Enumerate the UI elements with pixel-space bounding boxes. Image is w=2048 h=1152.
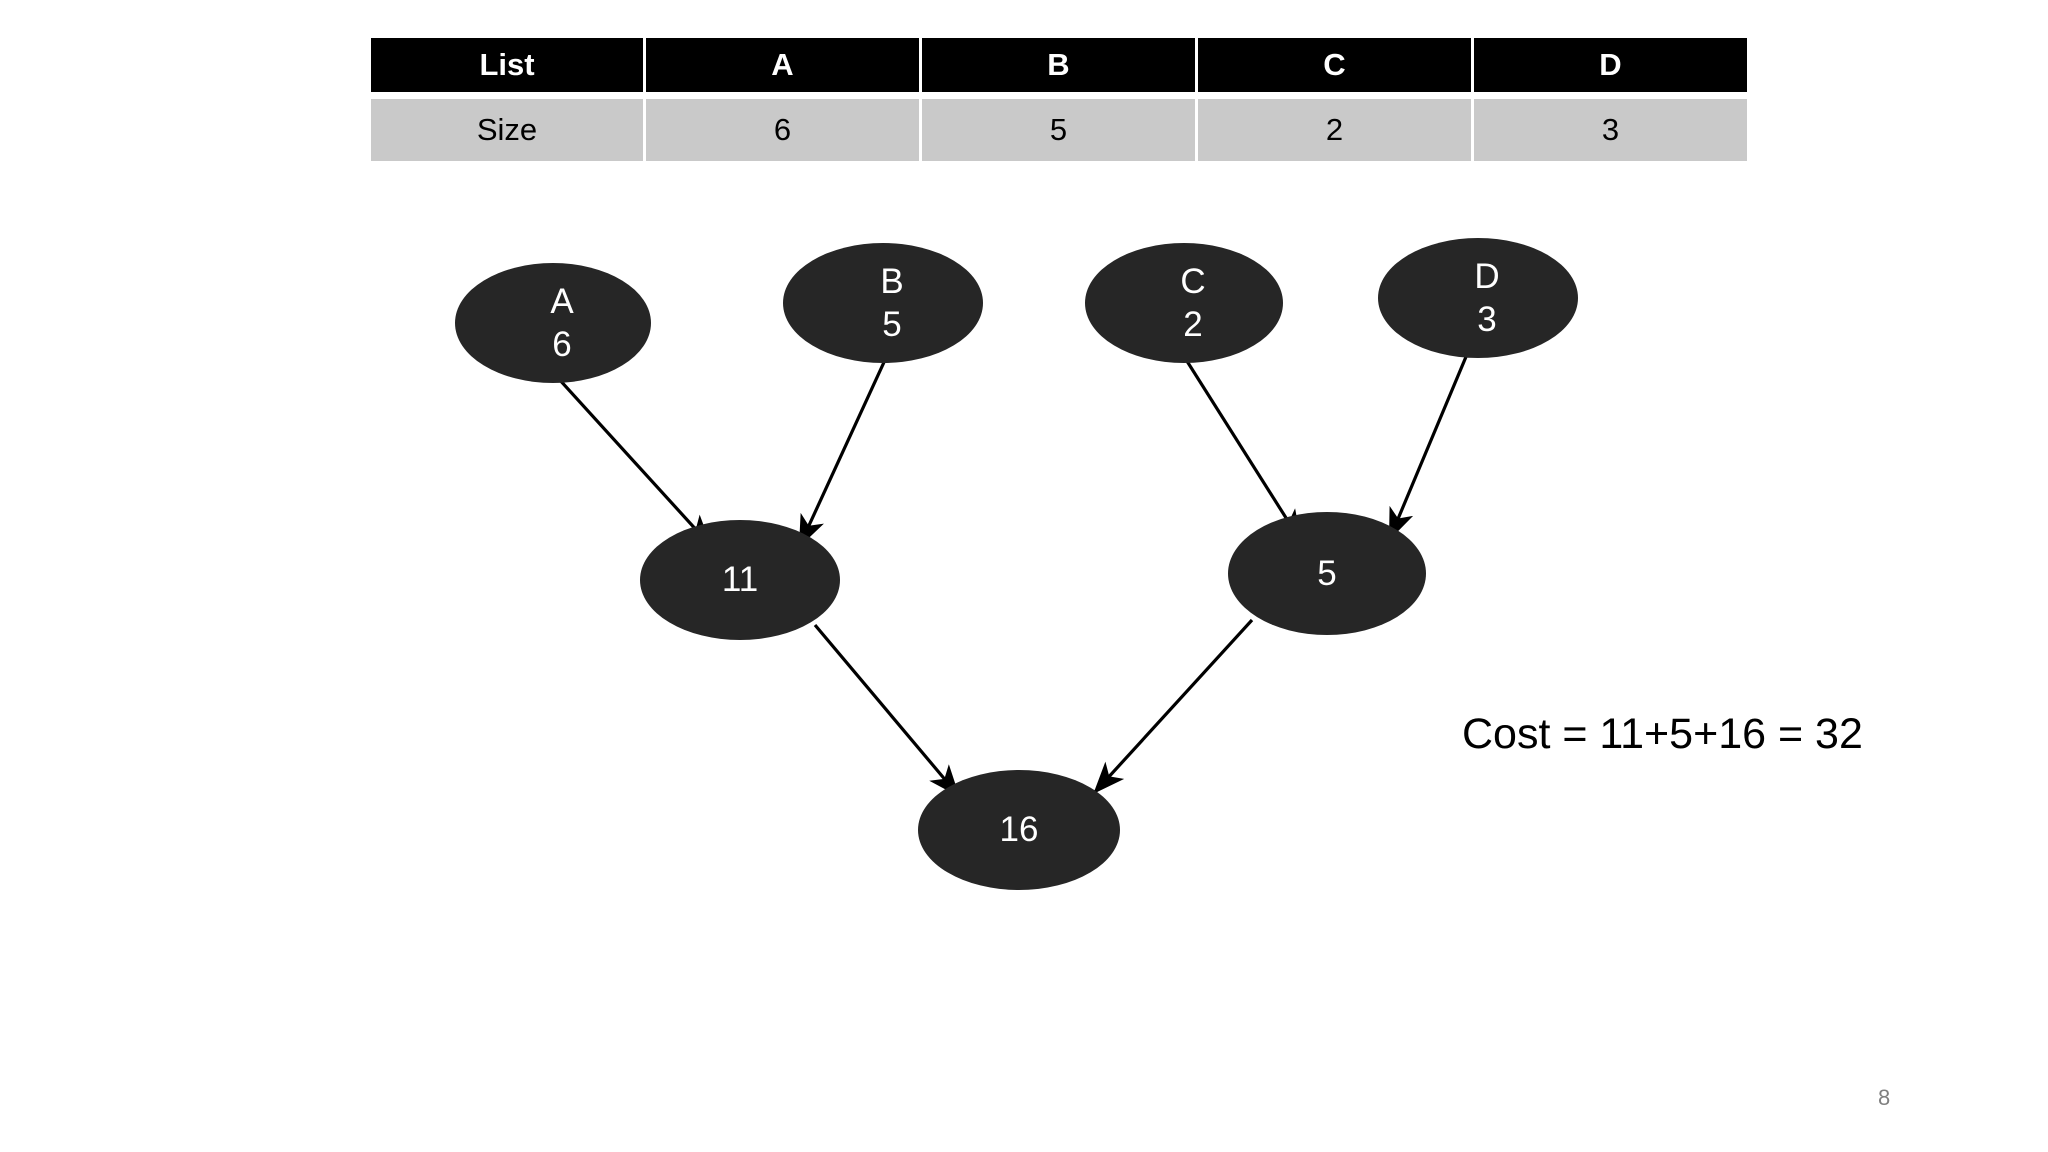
edge-d-to-5 xyxy=(1388,351,1470,541)
table-header-cell-d: D xyxy=(1474,38,1747,92)
table-header-cell-list: List xyxy=(371,38,643,92)
tree-node-merge-16-label: 16 xyxy=(999,810,1039,850)
table-cell-size-a: 6 xyxy=(646,99,919,161)
page-number: 8 xyxy=(1878,1085,1891,1110)
edge-c-to-5 xyxy=(1183,357,1302,543)
tree-node-merge-5-label: 5 xyxy=(1317,553,1337,593)
tree-node-merge-11-label: 11 xyxy=(721,560,759,600)
edge-5-to-16 xyxy=(1093,618,1254,794)
edge-a-to-11 xyxy=(556,376,712,547)
tree-node-merge-16[interactable]: 16 xyxy=(918,770,1120,890)
edge-11-to-16 xyxy=(813,623,960,797)
tree-node-merge-5[interactable]: 5 xyxy=(1228,512,1426,635)
table-header-cell-b: B xyxy=(922,38,1195,92)
tree-node-a[interactable]: A 6 xyxy=(455,263,651,383)
tree-node-b[interactable]: B 5 xyxy=(783,243,983,363)
table-header-row: List A B C D xyxy=(371,38,1747,92)
tree-node-b-label: B xyxy=(880,261,904,301)
tree-node-a-value: 6 xyxy=(552,325,572,364)
edge-b-to-11 xyxy=(798,359,887,548)
tree-node-c-value: 2 xyxy=(1183,305,1203,344)
table-cell-size-b: 5 xyxy=(922,99,1195,161)
table-cell-size-label: Size xyxy=(371,99,643,161)
table-cell-size-d: 3 xyxy=(1474,99,1747,161)
table-header-cell-c: C xyxy=(1198,38,1471,92)
tree-node-d-value: 3 xyxy=(1477,300,1497,339)
tree-node-d[interactable]: D 3 xyxy=(1378,238,1578,358)
tree-node-d-label: D xyxy=(1474,256,1500,296)
tree-node-a-label: A xyxy=(550,281,574,321)
tree-node-merge-11[interactable]: 11 xyxy=(640,520,840,640)
table-row: Size 6 5 2 3 xyxy=(371,99,1747,161)
tree-node-c[interactable]: C 2 xyxy=(1085,243,1283,363)
tree-node-b-value: 5 xyxy=(882,305,902,344)
table-header-cell-a: A xyxy=(646,38,919,92)
cost-annotation: Cost = 11+5+16 = 32 xyxy=(1462,710,1863,758)
table-cell-size-c: 2 xyxy=(1198,99,1471,161)
size-table: List A B C D Size 6 5 2 3 xyxy=(368,38,1750,161)
tree-node-c-label: C xyxy=(1180,261,1206,301)
